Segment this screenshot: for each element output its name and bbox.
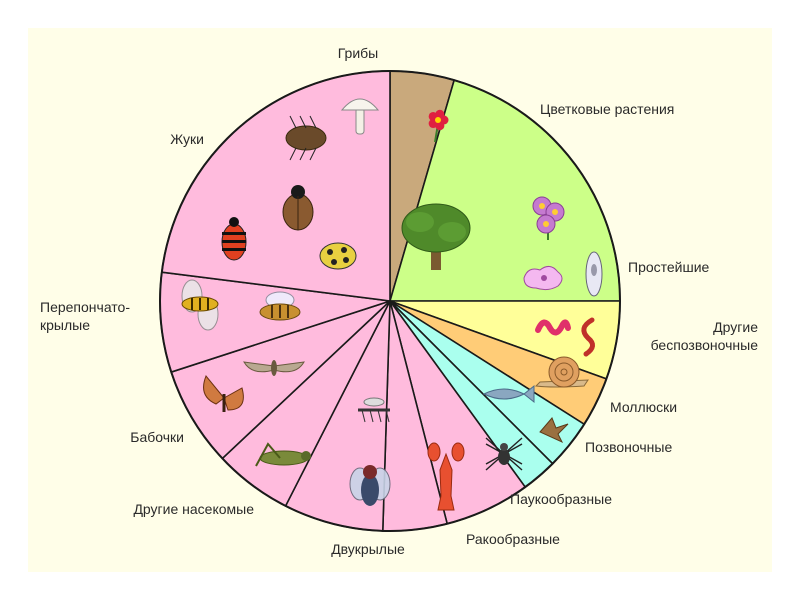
label-line: беспозвоночные	[651, 337, 759, 353]
label-6: Позвоночные	[585, 439, 672, 455]
spider-icon	[485, 437, 523, 471]
label-8: Ракообразные	[466, 531, 560, 547]
label-line: Грибы	[338, 45, 378, 61]
label-4: Другие беспозвоночные	[651, 319, 759, 353]
snail-icon	[534, 356, 589, 388]
ground-beetle-icon	[285, 115, 327, 161]
label-13: Жуки	[170, 131, 204, 147]
label-line: Двукрылые	[331, 541, 405, 557]
label-10: Другие насекомые	[133, 501, 254, 517]
striped-beetle-icon	[319, 242, 357, 270]
ribbon-worm-icon	[535, 319, 571, 336]
fly-icon	[349, 465, 391, 506]
label-line: крылые	[40, 317, 90, 333]
amoeba-icon	[523, 266, 563, 291]
butterfly-icon	[203, 375, 244, 412]
ladybird-beetle-icon	[221, 217, 247, 261]
pie-outline	[159, 70, 621, 532]
label-5: Моллюски	[610, 399, 677, 415]
grasshopper-icon	[255, 442, 311, 467]
moth-icon	[243, 360, 305, 376]
bee-icon	[259, 291, 301, 321]
label-line: Другие	[713, 319, 758, 335]
label-line: Ракообразные	[466, 531, 560, 547]
label-line: Позвоночные	[585, 439, 672, 455]
label-line: Паукообразные	[510, 491, 612, 507]
slice-icons	[181, 98, 603, 511]
bird-icon	[539, 417, 569, 444]
fish-icon	[482, 384, 535, 404]
label-2: Цветковые растения	[540, 101, 674, 117]
mushroom-icon	[340, 98, 380, 135]
label-9: Двукрылые	[331, 541, 405, 557]
label-line: Бабочки	[130, 429, 184, 445]
aster-flowers-icon	[532, 196, 565, 240]
paramecium-icon	[585, 251, 603, 297]
label-line: Простейшие	[628, 259, 710, 275]
pie-slices	[159, 70, 621, 532]
dung-beetle-icon	[282, 185, 314, 231]
flower-icon	[428, 109, 449, 143]
label-line: Моллюски	[610, 399, 677, 415]
label-line: Цветковые растения	[540, 101, 674, 117]
label-line: Другие насекомые	[133, 501, 254, 517]
crayfish-icon	[427, 442, 465, 511]
label-11: Бабочки	[130, 429, 184, 445]
tree-icon	[401, 203, 471, 270]
label-3: Простейшие	[628, 259, 710, 275]
label-1: Грибы	[338, 45, 378, 61]
earthworm-icon	[581, 317, 595, 357]
label-line: Перепончато-	[40, 299, 130, 315]
label-line: Жуки	[170, 131, 204, 147]
label-7: Паукообразные	[510, 491, 612, 507]
label-12: Перепончато-крылые	[40, 299, 130, 333]
mosquito-icon	[358, 397, 390, 423]
wasp-icon	[181, 279, 219, 331]
